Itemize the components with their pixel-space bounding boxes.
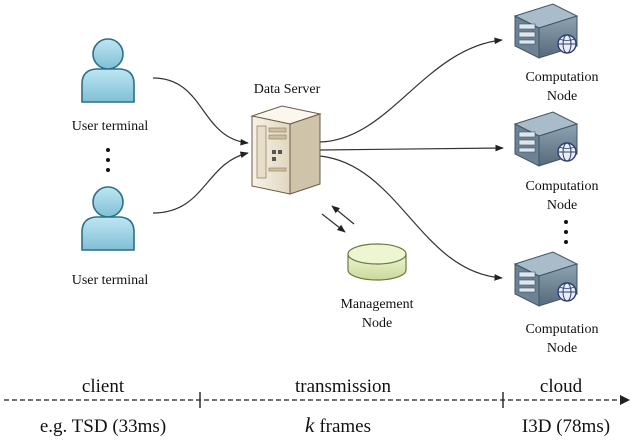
client-segment-label: client [82, 376, 125, 397]
connection-lines [152, 37, 504, 281]
cloud-segment-label: cloud [540, 376, 583, 397]
server-tower-icon [250, 105, 322, 195]
management-node: Management Node [340, 243, 414, 331]
computation-node-middle: Computation Node [514, 111, 599, 213]
management-node-label-line1: Management [340, 297, 413, 312]
arrow-from-management [331, 205, 355, 225]
link-server-to-compute-top [319, 37, 503, 143]
computation-node-label-line1: Computation [525, 179, 598, 194]
pipeline-timeline: client transmission cloud e.g. TSD (33ms… [4, 376, 630, 437]
computation-node-label-line2: Node [547, 341, 577, 356]
data-server: Data Server [250, 82, 322, 195]
frames-unit: frames [319, 416, 371, 437]
client-latency-note: e.g. TSD (33ms) [40, 416, 166, 437]
computation-node-top: Computation Node [514, 3, 599, 104]
cloud-latency-note: I3D (78ms) [522, 416, 610, 437]
user-terminal-label: User terminal [72, 273, 149, 288]
computation-node-label-line2: Node [547, 198, 577, 213]
vertical-ellipsis-computation [564, 220, 568, 244]
link-server-to-compute-bottom [319, 155, 503, 281]
computation-node-label-line2: Node [547, 89, 577, 104]
computation-server-icon [514, 111, 578, 167]
computation-node-label-line1: Computation [525, 70, 598, 85]
link-user-bottom-to-server [152, 151, 249, 214]
user-icon [81, 186, 135, 251]
computation-server-icon [514, 251, 578, 307]
transmission-segment-label: transmission [295, 376, 392, 397]
data-server-label: Data Server [254, 82, 321, 97]
timeline-arrowhead [620, 395, 630, 405]
computation-node-bottom: Computation Node [514, 251, 599, 356]
computation-server-icon [514, 3, 578, 59]
user-terminal-label: User terminal [72, 119, 149, 134]
link-user-top-to-server [152, 77, 249, 146]
user-terminal-bottom: User terminal [72, 186, 149, 288]
arrow-to-management [321, 213, 346, 233]
computation-node-label-line1: Computation [525, 322, 598, 337]
management-node-label-line2: Node [362, 316, 392, 331]
link-server-to-compute-mid [319, 144, 504, 152]
user-icon [81, 38, 135, 103]
frames-variable: k [305, 413, 315, 437]
vertical-ellipsis-users [106, 148, 110, 172]
database-disk-icon [347, 243, 407, 281]
user-terminal-top: User terminal [72, 38, 149, 134]
